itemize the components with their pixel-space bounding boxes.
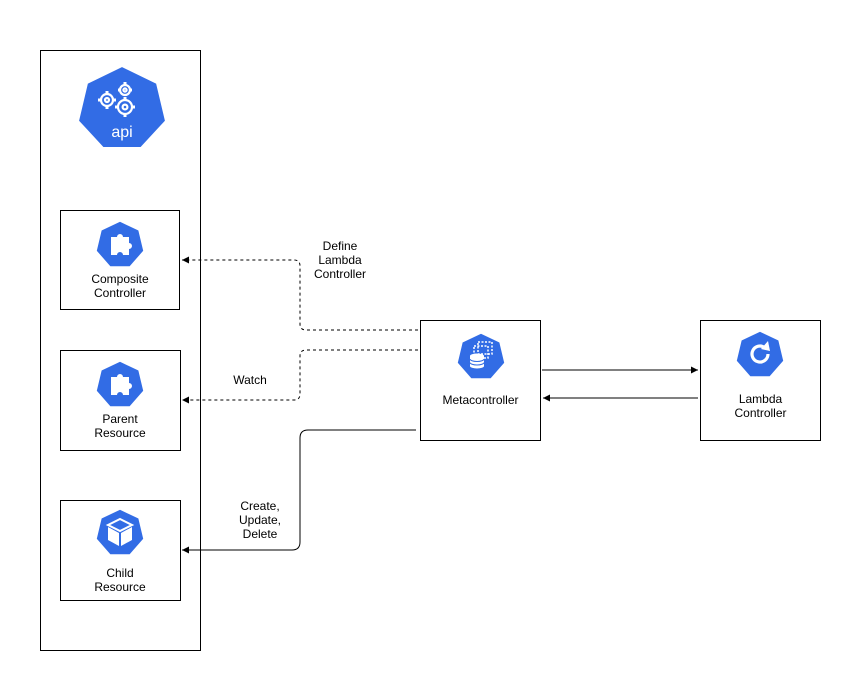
- puzzle-piece-icon: [95, 360, 145, 408]
- metacontroller-node: [420, 320, 541, 441]
- child-resource-label: Child Resource: [94, 566, 146, 594]
- composite-controller-label: Composite Controller: [91, 272, 149, 300]
- metacontroller-label: Metacontroller: [442, 393, 519, 407]
- api-label: api: [111, 124, 132, 141]
- lambda-controller-label: Lambda Controller: [734, 392, 787, 420]
- parent-resource-label: Parent Resource: [94, 412, 146, 440]
- watch-edge-label: Watch: [233, 373, 267, 387]
- define-edge: [182, 256, 418, 331]
- crud-edge-label: Create, Update, Delete: [238, 499, 282, 541]
- database-stack-icon: [456, 332, 506, 380]
- refresh-cycle-icon: [735, 330, 785, 378]
- watch-edge: [182, 349, 418, 404]
- puzzle-piece-icon: [95, 220, 145, 268]
- cube-icon: [95, 508, 145, 556]
- gear-teeth: [98, 82, 135, 117]
- kubernetes-api-icon: api: [76, 64, 168, 149]
- define-edge-label: Define Lambda Controller: [313, 239, 367, 281]
- crud-edge: [182, 429, 416, 554]
